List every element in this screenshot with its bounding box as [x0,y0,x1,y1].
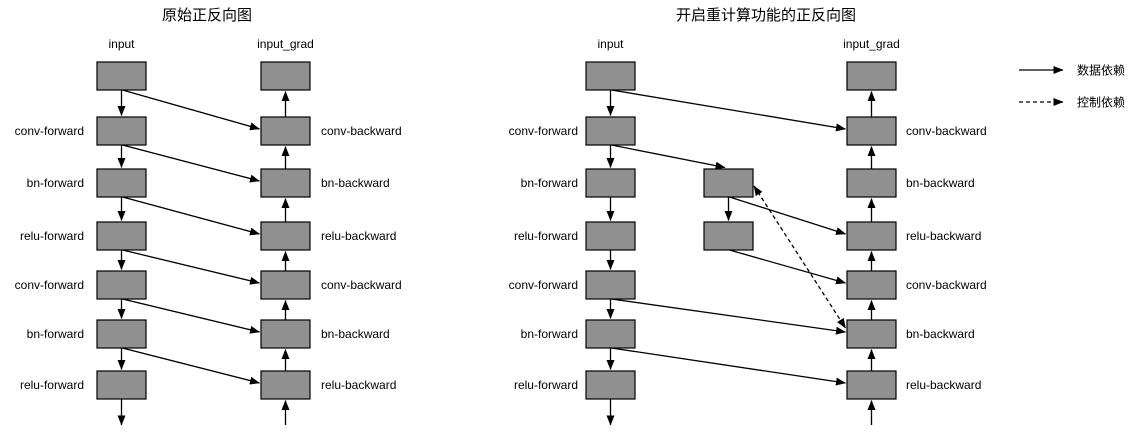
node-label: conv-forward [15,124,84,138]
node-box-d0-F0 [96,61,147,91]
node-label: relu-forward [514,378,578,392]
node-box-d0-B3 [260,221,311,251]
edge-data-d1-F1-M2 [611,144,726,170]
node-label: bn-backward [906,327,975,341]
edge-data-d0-F1-B2 [122,144,260,183]
node-label: bn-forward [521,176,578,190]
node-label: bn-backward [321,176,390,190]
diagram-title: 开启重计算功能的正反向图 [676,6,856,24]
column-header-input: input [597,37,624,51]
node-box-d0-F5 [96,319,147,349]
column-header-input-grad: input_grad [843,37,900,51]
edge-data-d0-F2-B3 [122,196,260,236]
node-box-d1-F5 [585,319,636,349]
node-label: bn-forward [521,327,578,341]
edge-data-d1-F0-B1 [611,89,846,132]
node-label: bn-backward [906,176,975,190]
node-box-d1-B5 [846,319,897,349]
node-label: bn-backward [321,327,390,341]
node-box-d1-F2 [585,168,636,198]
node-box-d1-B2 [846,168,897,198]
edge-data-d0-F4-B5 [122,298,260,334]
node-box-d1-F6 [585,370,636,400]
node-label: relu-backward [906,229,981,243]
node-box-d1-B4 [846,270,897,300]
edge-data-d1-F4-B5 [611,298,846,335]
node-box-d0-F2 [96,168,147,198]
node-label: relu-forward [20,378,84,392]
node-label: conv-backward [321,278,402,292]
column-header-input: input [108,37,135,51]
node-box-d0-B5 [260,319,311,349]
node-label: relu-forward [514,229,578,243]
node-label: conv-forward [509,124,578,138]
node-box-d0-F1 [96,116,147,146]
node-label: conv-forward [15,278,84,292]
node-label: relu-backward [906,378,981,392]
edge-data-d0-F0-B1 [122,89,260,131]
legend-label: 控制依赖 [1077,95,1125,110]
edge-data-d1-F5-B6 [611,347,846,386]
node-box-d1-B0 [846,61,897,91]
diagram-title: 原始正反向图 [162,7,252,24]
node-box-d0-F6 [96,370,147,400]
node-label: relu-forward [20,229,84,243]
node-box-d1-F3 [585,221,636,251]
edge-control-d1-M2-B5 [753,185,847,329]
node-box-d1-M3 [703,221,754,251]
node-box-d1-M2 [703,168,754,198]
node-box-d1-F4 [585,270,636,300]
node-box-d0-B6 [260,370,311,400]
node-box-d1-B6 [846,370,897,400]
column-header-input-grad: input_grad [257,37,314,51]
node-label: conv-backward [906,278,987,292]
node-label: bn-forward [27,327,84,341]
node-label: conv-backward [321,124,402,138]
node-box-d0-B1 [260,116,311,146]
edge-data-d1-M3-B4 [729,249,846,285]
node-label: conv-forward [509,278,578,292]
node-label: bn-forward [27,176,84,190]
node-box-d0-F3 [96,221,147,251]
node-label: conv-backward [906,124,987,138]
node-box-d1-B1 [846,116,897,146]
node-label: relu-backward [321,378,396,392]
node-box-d0-B0 [260,61,311,91]
node-box-d0-B4 [260,270,311,300]
edge-data-d0-F5-B6 [122,347,260,385]
node-box-d1-B3 [846,221,897,251]
node-box-d0-B2 [260,168,311,198]
node-label: relu-backward [321,229,396,243]
edge-data-d0-F3-B4 [122,249,260,285]
node-box-d1-F1 [585,116,636,146]
legend-label: 数据依赖 [1077,63,1125,78]
node-box-d1-F0 [585,61,636,91]
node-box-d0-F4 [96,270,147,300]
